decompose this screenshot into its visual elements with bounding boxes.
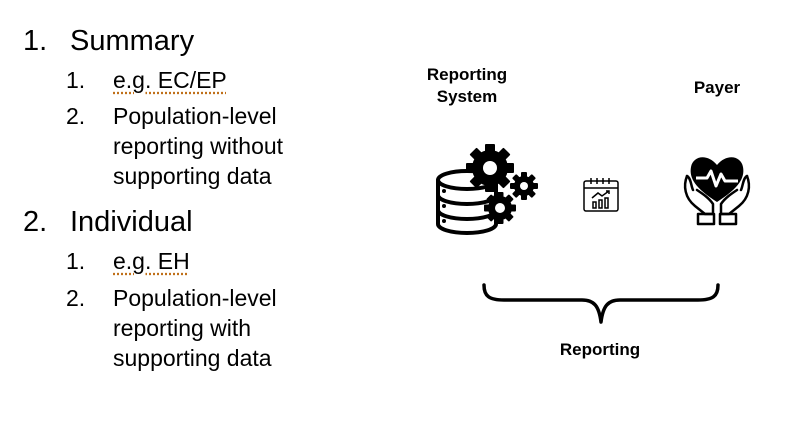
outline-item-2-label: Individual	[70, 206, 193, 238]
outline-item-1-sub-2-line-1: Population-level	[113, 103, 277, 129]
outline-item-2-sub-2-line-3: supporting data	[113, 345, 272, 371]
reporting-system-label: Reporting System	[417, 64, 517, 108]
payer-label: Payer	[693, 78, 741, 97]
outline-item-2-number: 2.	[23, 206, 48, 238]
outline-item-1-sub-2-number: 2.	[66, 103, 86, 129]
outline-item-1-sub-1-number: 1.	[66, 67, 86, 93]
outline-item-1-number: 1.	[23, 25, 48, 57]
reporting-system-label-line-2: System	[436, 87, 498, 106]
outline-item-1-sub-2-line-3: supporting data	[113, 163, 272, 189]
database-gears-icon	[436, 144, 538, 235]
curly-brace	[482, 283, 720, 324]
outline-item-2-sub-2-line-1: Population-level	[113, 285, 277, 311]
outline-item-1-label: Summary	[70, 25, 195, 57]
outline-item-2-sub-2-line-2: reporting with	[113, 315, 252, 341]
outline-item-1-sub-1-text: e.g. EC/EP	[113, 67, 227, 93]
hands-heart-icon	[683, 157, 751, 226]
calendar-chart-icon	[583, 178, 619, 212]
outline-item-2-sub-1-text: e.g. EH	[113, 248, 190, 274]
reporting-system-label-line-1: Reporting	[426, 65, 508, 84]
outline-item-2-sub-2-number: 2.	[66, 285, 86, 311]
brace-label: Reporting	[559, 340, 641, 359]
outline-item-1-sub-2-line-2: reporting without	[113, 133, 284, 159]
outline-item-2-sub-1-number: 1.	[66, 248, 86, 274]
